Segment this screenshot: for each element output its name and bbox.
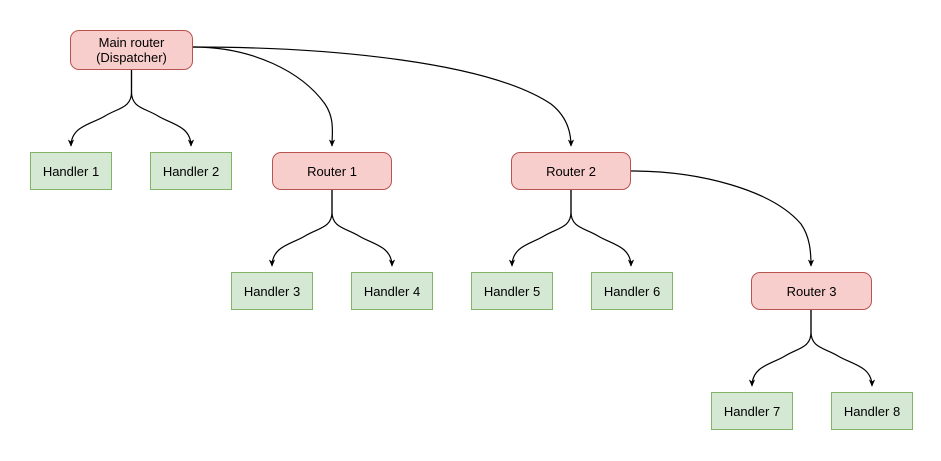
node-label-handler-3: Handler 3 — [243, 283, 301, 299]
edge-main-r1 — [192, 46, 336, 147]
node-handler-6[interactable]: Handler 6 — [591, 272, 673, 310]
node-label-router-3: Router 3 — [786, 283, 837, 299]
node-label-handler-1: Handler 1 — [42, 163, 100, 179]
node-label-main-router: Main router (Dispatcher) — [96, 35, 167, 65]
edge-r1-h4 — [331, 190, 396, 267]
node-handler-5[interactable]: Handler 5 — [471, 272, 553, 310]
node-label-handler-6: Handler 6 — [603, 283, 661, 299]
node-router-1[interactable]: Router 1 — [272, 152, 392, 190]
edge-r1-h3 — [268, 190, 333, 267]
node-handler-7[interactable]: Handler 7 — [711, 392, 793, 430]
edge-r2-h6 — [570, 190, 635, 267]
node-handler-3[interactable]: Handler 3 — [231, 272, 313, 310]
node-label-handler-8: Handler 8 — [843, 403, 901, 419]
node-handler-8[interactable]: Handler 8 — [831, 392, 913, 430]
node-label-handler-7: Handler 7 — [723, 403, 781, 419]
node-handler-2[interactable]: Handler 2 — [150, 152, 232, 190]
node-label-handler-5: Handler 5 — [483, 283, 541, 299]
node-router-2[interactable]: Router 2 — [511, 152, 631, 190]
edge-r3-h8 — [810, 310, 876, 387]
node-main-router[interactable]: Main router (Dispatcher) — [70, 30, 193, 70]
node-router-3[interactable]: Router 3 — [751, 272, 872, 310]
node-label-handler-2: Handler 2 — [162, 163, 220, 179]
edge-main-h2 — [130, 70, 195, 147]
node-label-router-2: Router 2 — [546, 163, 596, 179]
node-label-router-1: Router 1 — [307, 163, 357, 179]
edge-r2-h5 — [508, 190, 572, 267]
edge-main-r2 — [192, 46, 575, 147]
node-handler-1[interactable]: Handler 1 — [30, 152, 112, 190]
edge-r2-r3 — [630, 170, 815, 267]
node-handler-4[interactable]: Handler 4 — [351, 272, 433, 310]
edge-r3-h7 — [748, 310, 812, 387]
edge-main-h1 — [67, 70, 133, 147]
node-label-handler-4: Handler 4 — [363, 283, 421, 299]
